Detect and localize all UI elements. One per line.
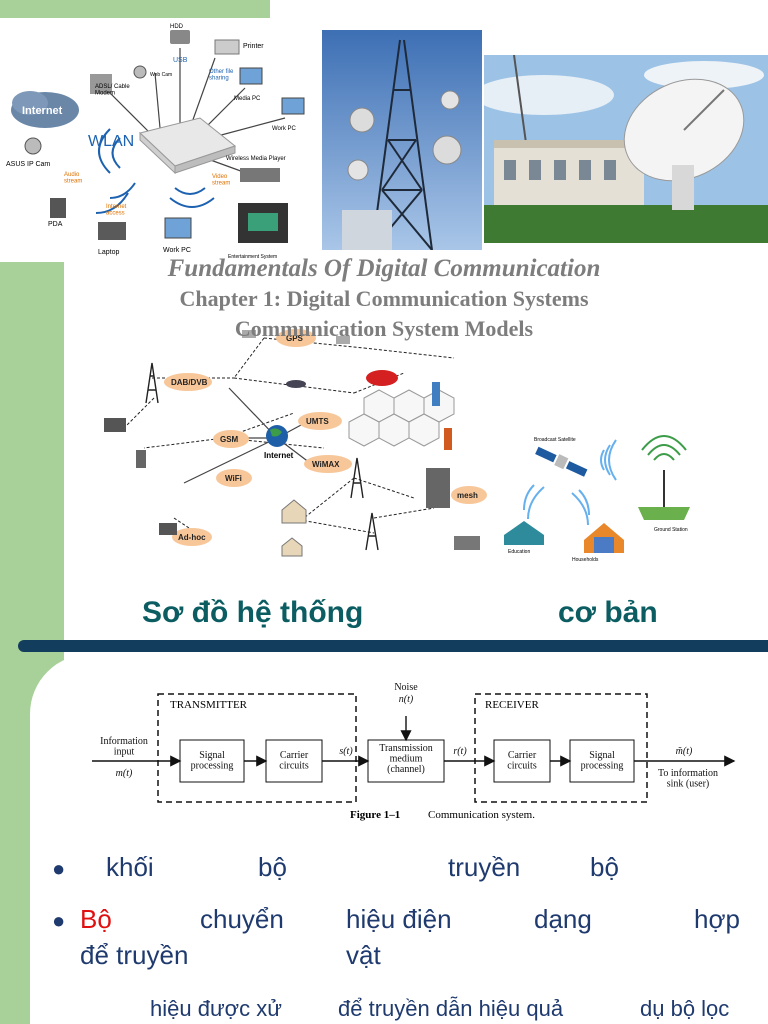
mt-symbol: m(t)	[116, 768, 133, 779]
bullet1-word3: truyền	[448, 852, 521, 882]
media-pc-label: Media PC	[234, 96, 261, 102]
entertainment-label: Entertainment System	[228, 254, 277, 260]
bullet2-line2-word2: vật	[346, 940, 381, 970]
hdd-label: HDD	[170, 24, 184, 30]
bullet1-word2: bộ	[258, 852, 287, 882]
title-line3: Communication System Models	[234, 316, 534, 341]
bullet2-highlight: Bộ	[80, 904, 112, 934]
green-bottom-band	[0, 654, 98, 1024]
telecom-tower-photo	[322, 30, 482, 250]
section-divider	[18, 640, 768, 652]
broadcast-satellite-label: Broadcast Satellite	[534, 437, 576, 443]
bullet2-word1: chuyển	[200, 904, 284, 934]
ground-station-label: Ground Station	[654, 527, 688, 533]
gsm-label: GSM	[220, 435, 239, 444]
umts-label: UMTS	[306, 417, 329, 426]
receiver-label: RECEIVER	[485, 699, 539, 711]
bullet2-word2: hiệu điện	[346, 904, 452, 934]
bullet3-word1: hiệu được xử	[150, 996, 282, 1021]
dab-label: DAB/DVB	[171, 378, 208, 387]
mesh-label: mesh	[457, 491, 478, 500]
bullet2-word3: dạng	[534, 904, 592, 934]
work-pc-label: Work PC	[272, 126, 297, 132]
wifi-label: WiFi	[225, 474, 242, 483]
bullet2-word4: hợp	[694, 904, 740, 934]
communication-system-diagram: TRANSMITTER RECEIVER Noise n(t) Informat…	[88, 678, 738, 826]
noise-label: Noise	[394, 682, 418, 693]
asus-cam-label: ASUS IP Cam	[6, 161, 50, 168]
laptop-label: Laptop	[98, 249, 120, 256]
bullet2-line2-word1: để truyền	[80, 940, 189, 970]
wlan-label: WLAN	[88, 133, 134, 150]
noise-symbol: n(t)	[399, 694, 414, 705]
home-network-illustration: Internet WLAN HDD USB Printer Media PC O…	[0, 18, 322, 260]
internet-tech-label: Internet	[264, 451, 294, 460]
slide-title: Fundamentals Of Digital Communication Ch…	[64, 254, 704, 344]
transmitter-label: TRANSMITTER	[170, 699, 248, 711]
wireless-technologies-illustration: Internet GPS DAB/DVB UMTS GSM WiMAX WiFi…	[64, 318, 494, 576]
section-heading-part2: cơ bản	[558, 596, 658, 629]
pda-label: PDA	[48, 221, 63, 228]
mhat-symbol: m̃(t)	[676, 746, 693, 757]
web-cam-label: Web Cam	[150, 72, 172, 78]
adhoc-label: Ad-hoc	[178, 533, 206, 542]
satellite-dish-photo	[484, 55, 768, 243]
internet-label: Internet	[22, 105, 63, 117]
households-label: Households	[572, 557, 599, 563]
usb-label: USB	[173, 57, 188, 64]
title-line1: Fundamentals Of Digital Communication	[167, 255, 601, 282]
gps-label: GPS	[286, 334, 304, 343]
st-symbol: s(t)	[339, 746, 353, 757]
wimax-label: WiMAX	[312, 460, 340, 469]
figure-number: Figure 1–1	[350, 809, 400, 821]
education-label: Education	[508, 549, 530, 555]
bullet3-word2: để truyền dẫn hiệu quả	[338, 996, 564, 1021]
printer-label: Printer	[243, 43, 264, 50]
bullet1-word4: bộ	[590, 852, 619, 882]
rt-symbol: r(t)	[453, 746, 467, 757]
bullet-marker-2: ●	[52, 908, 66, 933]
green-left-band	[0, 262, 64, 654]
section-heading-part1: Sơ đồ hệ thống	[142, 596, 364, 629]
bullet-marker-1: ●	[52, 856, 66, 881]
bullet3-word3: dụ bộ lọc	[640, 996, 730, 1021]
wireless-player-label: Wireless Media Player	[226, 156, 286, 162]
figure-caption: Communication system.	[428, 809, 535, 821]
title-line2: Chapter 1: Digital Communication Systems	[179, 286, 589, 311]
bullet1-word1: khối	[106, 852, 154, 882]
green-top-band	[0, 0, 270, 18]
work-pc2-label: Work PC	[163, 247, 191, 254]
satellite-broadcast-illustration: Broadcast Satellite Ground Station Educa…	[494, 425, 704, 565]
